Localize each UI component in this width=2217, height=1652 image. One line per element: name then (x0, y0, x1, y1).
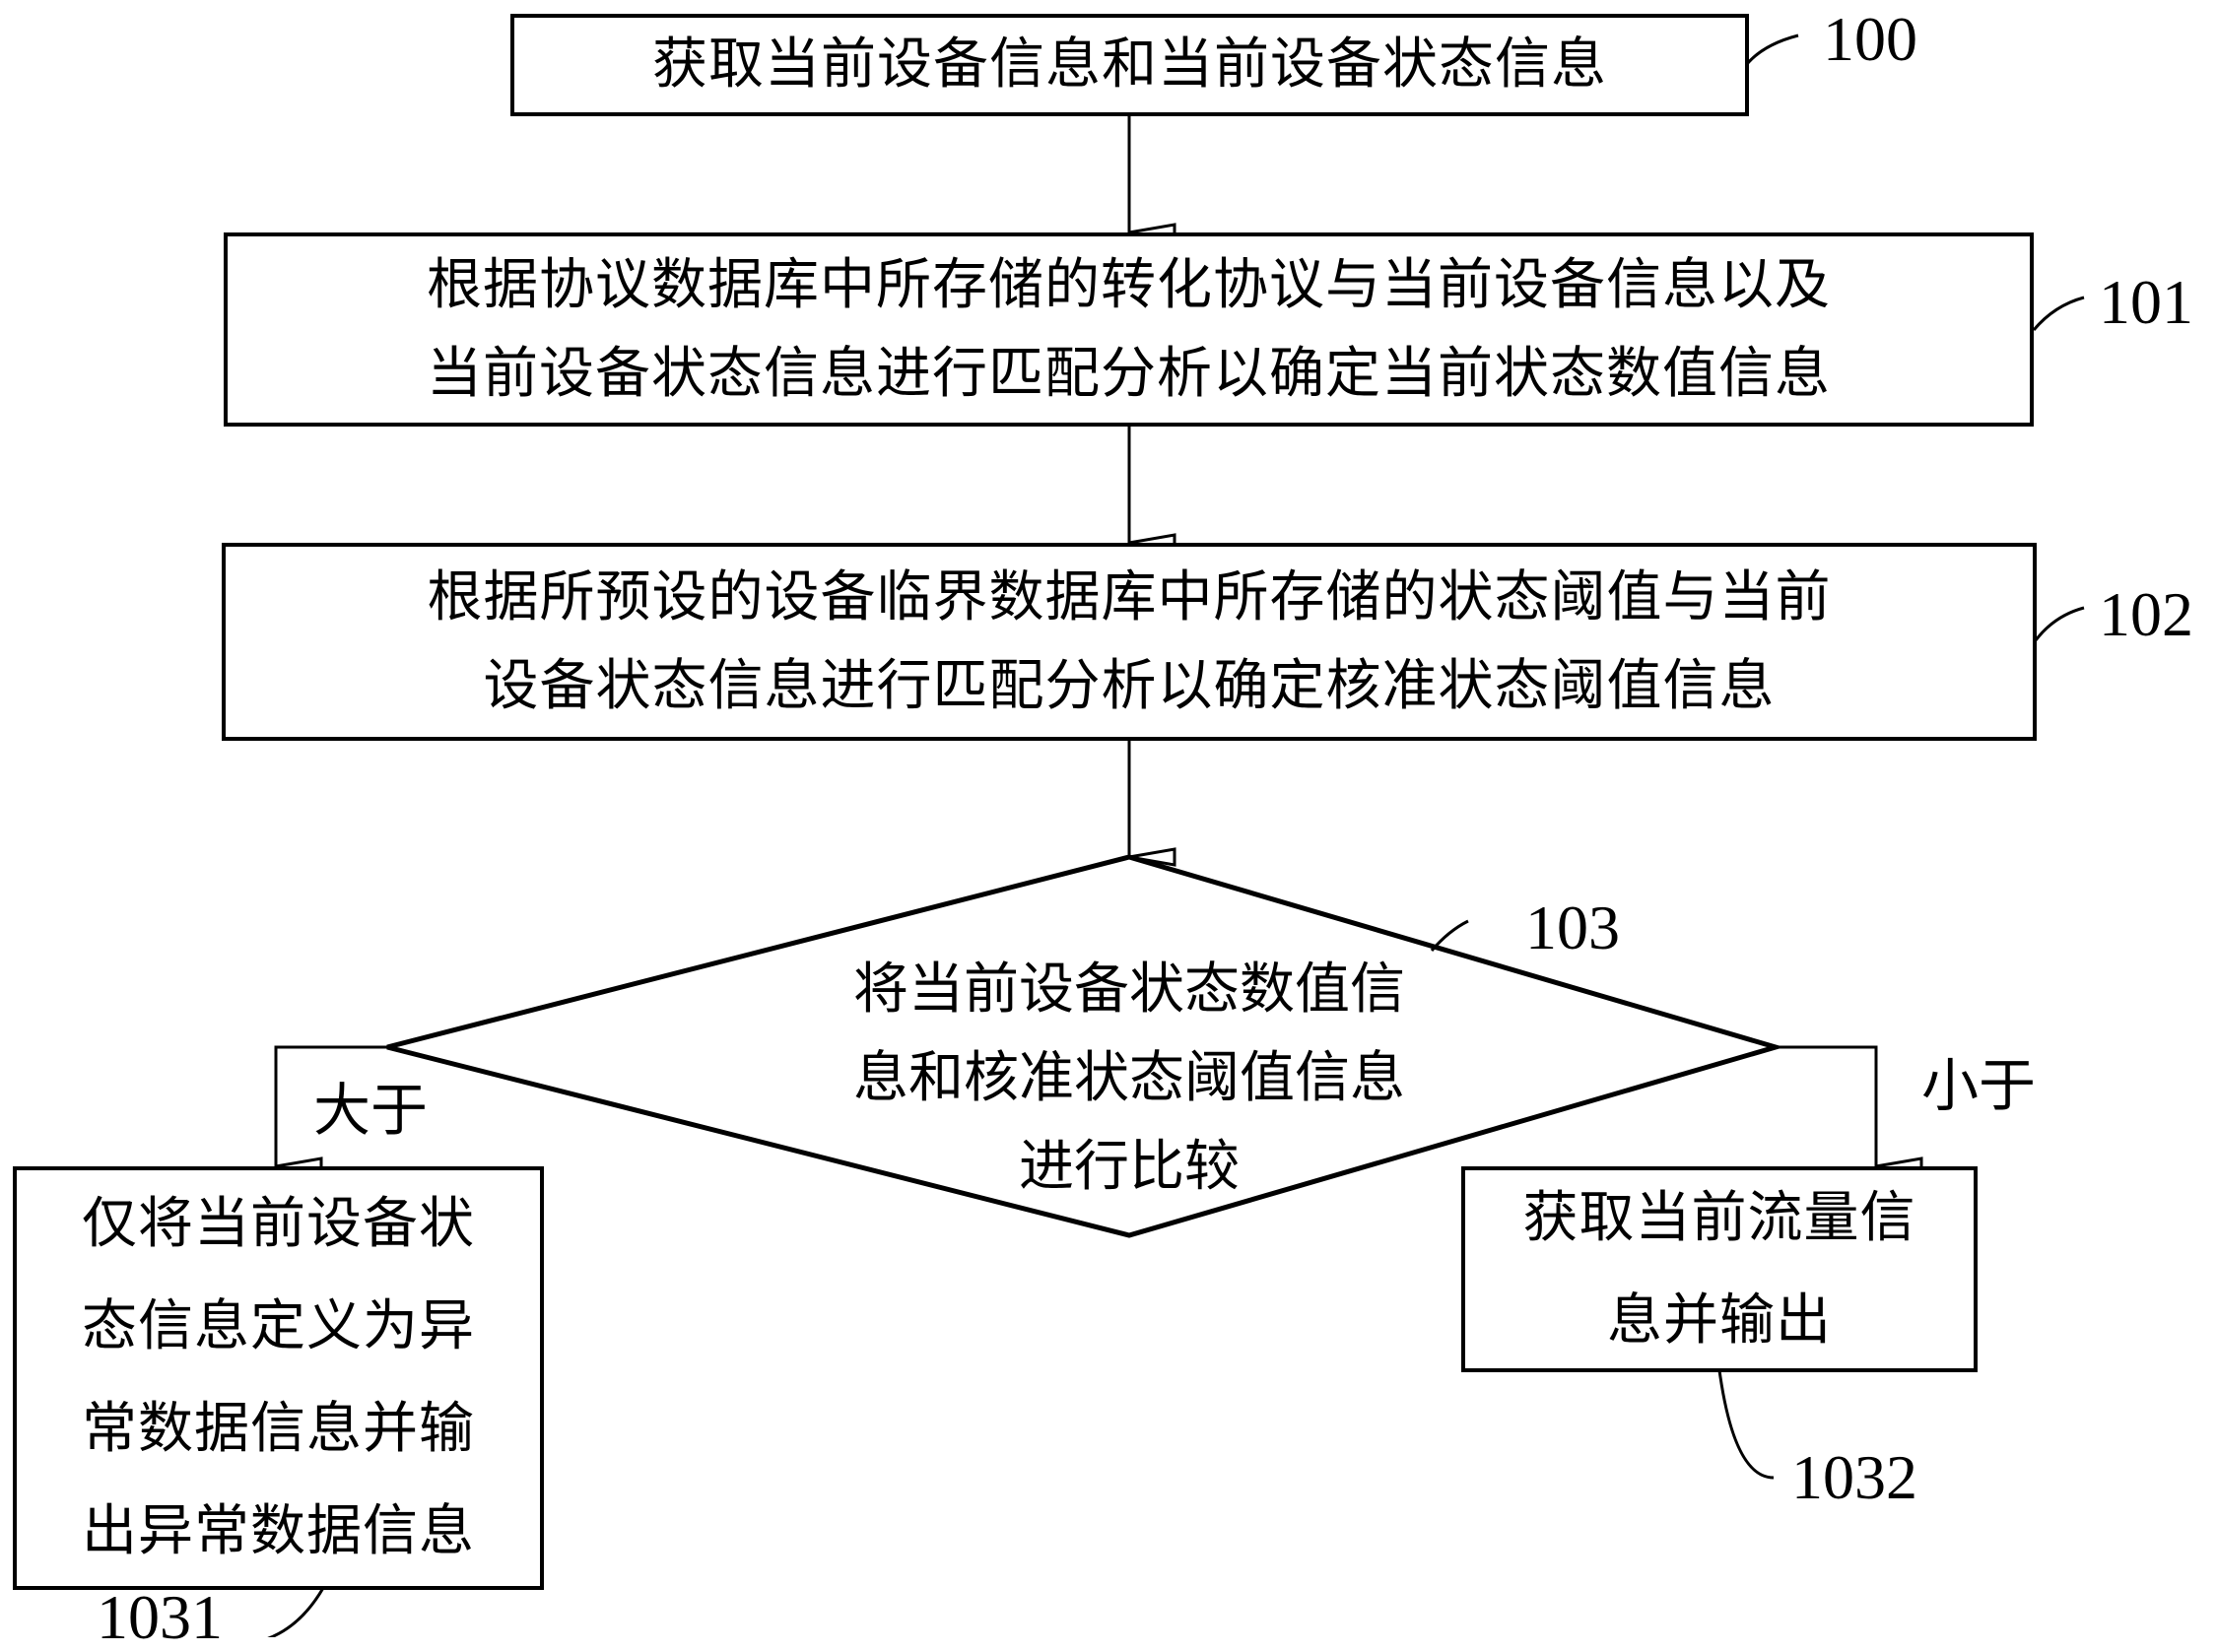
step-100-line-1: 获取当前设备信息和当前设备状态信息 (652, 33, 1607, 97)
step-102-line-1: 根据所预设的设备临界数据库中所存储的状态阈值与当前 (427, 564, 1832, 629)
step-1031-line-4: 出异常数据信息 (82, 1499, 475, 1563)
leader-101 (2032, 296, 2085, 331)
decision-diamond (386, 854, 1784, 1238)
decision-line-2: 息和核准状态阈值信息 (853, 1046, 1405, 1110)
leader-100 (1745, 33, 1799, 65)
ref-label-1031: 1031 (97, 1582, 223, 1652)
step-101-text: 根据协议数据库中所存储的转化协议与当前设备信息以及 当前设备状态信息进行匹配分析… (427, 241, 1831, 419)
branch-label-less: 小于 (1921, 1052, 2037, 1119)
step-102-box: 根据所预设的设备临界数据库中所存储的状态阈值与当前 设备状态信息进行匹配分析以确… (222, 543, 2037, 741)
step-101-line-1: 根据协议数据库中所存储的转化协议与当前设备信息以及 (427, 252, 1831, 317)
step-101-line-2: 当前设备状态信息进行匹配分析以确定当前状态数值信息 (427, 341, 1831, 406)
step-100-box: 获取当前设备信息和当前设备状态信息 (510, 14, 1749, 116)
step-101-box: 根据协议数据库中所存储的转化协议与当前设备信息以及 当前设备状态信息进行匹配分析… (224, 232, 2034, 427)
decision-line-3: 进行比较 (1019, 1135, 1240, 1199)
ref-label-103: 103 (1525, 892, 1620, 962)
step-102-line-2: 设备状态信息进行匹配分析以确定核准状态阈值信息 (483, 653, 1776, 718)
leader-102 (2034, 606, 2085, 641)
branch-greater-connector (274, 1045, 387, 1176)
leader-1031 (267, 1587, 325, 1637)
step-1032-line-2: 息并输出 (1607, 1288, 1832, 1353)
step-1032-text: 获取当前流量信 息并输出 (1523, 1167, 1916, 1372)
decision-103-text: 将当前设备状态数值信 息和核准状态阈值信息 进行比较 (735, 946, 1523, 1212)
ref-label-101: 101 (2099, 267, 2193, 337)
step-1031-box: 仅将当前设备状 态信息定义为异 常数据信息并输 出异常数据信息 (13, 1166, 544, 1590)
decision-line-1: 将当前设备状态数值信 (853, 958, 1405, 1022)
ref-label-100: 100 (1823, 4, 1917, 74)
step-1031-line-2: 态信息定义为异 (82, 1294, 475, 1358)
branch-less-connector (1776, 1045, 1923, 1176)
step-1031-text: 仅将当前设备状 态信息定义为异 常数据信息并输 出异常数据信息 (82, 1173, 475, 1583)
step-1032-line-1: 获取当前流量信 (1522, 1185, 1916, 1250)
step-1032-box: 获取当前流量信 息并输出 (1461, 1166, 1978, 1372)
branch-label-greater: 大于 (313, 1077, 429, 1144)
ref-label-1032: 1032 (1791, 1442, 1917, 1512)
step-1031-line-3: 常数据信息并输 (82, 1397, 475, 1461)
step-1031-line-1: 仅将当前设备状 (82, 1192, 475, 1256)
leader-103 (1430, 919, 1469, 952)
step-100-text: 获取当前设备信息和当前设备状态信息 (652, 21, 1607, 109)
ref-label-102: 102 (2099, 579, 2193, 649)
step-102-text: 根据所预设的设备临界数据库中所存储的状态阈值与当前 设备状态信息进行匹配分析以确… (428, 554, 1832, 731)
leader-1032 (1717, 1369, 1775, 1480)
